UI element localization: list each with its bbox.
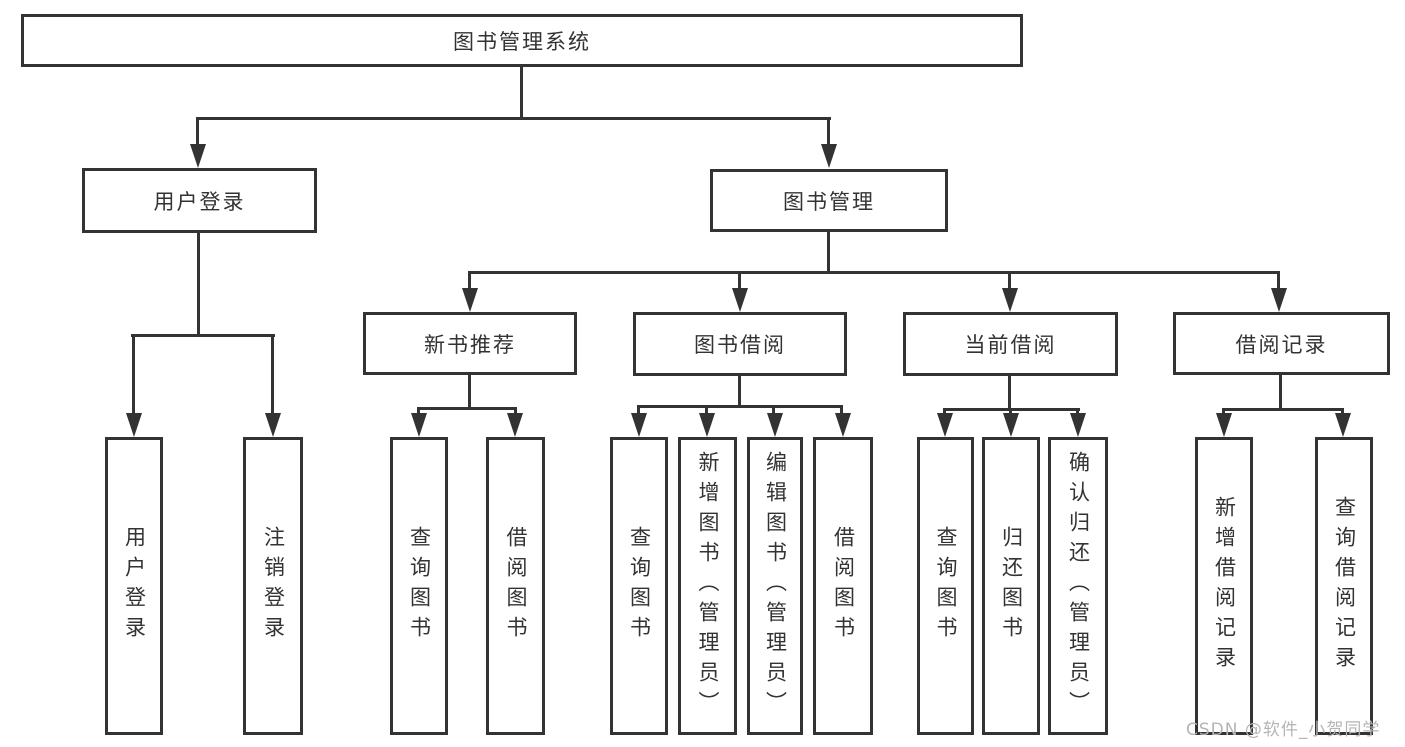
leaf-label: 注销登录: [261, 526, 286, 646]
node-label: 新书推荐: [424, 332, 516, 357]
arrowhead-icon: [631, 413, 647, 437]
leaf-label: 确认归还（管理员）: [1066, 451, 1091, 721]
connector-line: [197, 117, 831, 120]
leaf-label: 借阅图书: [831, 526, 856, 646]
arrowhead-icon: [937, 413, 953, 437]
arrowhead-icon: [699, 413, 715, 437]
connector-line: [271, 334, 274, 416]
arrowhead-icon: [1003, 413, 1019, 437]
connector-line: [738, 271, 741, 291]
node-label: 借阅记录: [1235, 332, 1328, 357]
arrowhead-icon: [1002, 288, 1018, 312]
connector-line: [738, 376, 741, 408]
leaf-label: 编辑图书（管理员）: [763, 451, 788, 721]
node-label: 用户登录: [153, 189, 246, 214]
arrowhead-icon: [126, 413, 142, 437]
connector-line: [469, 271, 1280, 274]
leaf-query-books-borrow: 查询图书: [610, 437, 668, 735]
leaf-logout: 注销登录: [243, 437, 303, 735]
node-label: 当前借阅: [964, 333, 1057, 357]
node-borrow-records: 借阅记录: [1173, 312, 1390, 375]
arrowhead-icon: [821, 144, 837, 168]
leaf-label: 借阅图书: [504, 526, 528, 646]
connector-line: [132, 334, 135, 416]
connector-line: [197, 233, 200, 337]
arrowhead-icon: [1271, 288, 1287, 312]
arrowhead-icon: [732, 288, 748, 312]
connector-line: [1008, 376, 1011, 410]
leaf-label: 归还图书: [999, 526, 1024, 646]
leaf-borrow-books-recommend: 借阅图书: [486, 437, 545, 735]
connector-line: [196, 117, 199, 147]
node-label: 图书管理系统: [453, 29, 591, 54]
node-label: 图书管理: [783, 189, 875, 214]
arrowhead-icon: [411, 413, 427, 437]
leaf-add-borrow-record: 新增借阅记录: [1195, 437, 1253, 735]
connector-line: [1222, 408, 1344, 411]
arrowhead-icon: [767, 413, 783, 437]
connector-line: [637, 405, 640, 417]
connector-line: [827, 117, 830, 147]
leaf-label: 查询图书: [407, 526, 432, 646]
leaf-add-books-admin: 新增图书（管理员）: [678, 437, 737, 735]
connector-line: [1277, 271, 1280, 291]
node-label: 图书借阅: [694, 333, 786, 357]
connector-line: [637, 405, 843, 408]
arrowhead-icon: [835, 413, 851, 437]
leaf-query-books-current: 查询图书: [917, 437, 974, 735]
arrowhead-icon: [265, 413, 281, 437]
leaf-query-borrow-record: 查询借阅记录: [1315, 437, 1373, 735]
connector-line: [705, 405, 708, 417]
node-new-book-recommend: 新书推荐: [363, 312, 577, 375]
connector-line: [840, 405, 843, 417]
leaf-label: 查询借阅记录: [1332, 496, 1357, 676]
node-book-management: 图书管理: [710, 169, 948, 232]
leaf-label: 新增图书（管理员）: [696, 451, 720, 721]
leaf-query-books-recommend: 查询图书: [390, 437, 448, 735]
leaf-label: 用户登录: [122, 526, 147, 646]
leaf-label: 查询图书: [934, 526, 958, 646]
connector-line: [468, 271, 471, 291]
connector-line: [520, 67, 523, 119]
connector-line: [468, 374, 471, 410]
leaf-label: 新增借阅记录: [1212, 496, 1237, 676]
connector-line: [417, 407, 517, 410]
node-user-login: 用户登录: [82, 168, 317, 233]
leaf-user-login: 用户登录: [105, 437, 163, 735]
arrowhead-icon: [1335, 413, 1351, 437]
connector-line: [827, 232, 830, 274]
node-current-borrow: 当前借阅: [903, 312, 1118, 376]
leaf-confirm-return-admin: 确认归还（管理员）: [1048, 437, 1108, 735]
node-library-management-system: 图书管理系统: [21, 14, 1023, 67]
leaf-return-books: 归还图书: [982, 437, 1040, 735]
arrowhead-icon: [190, 144, 206, 168]
arrowhead-icon: [462, 288, 478, 312]
leaf-label: 查询图书: [627, 526, 652, 646]
connector-line: [1008, 271, 1011, 291]
arrowhead-icon: [507, 413, 523, 437]
csdn-watermark: CSDN @软件_小贺同学: [1186, 720, 1381, 740]
connector-line: [1279, 375, 1282, 410]
arrowhead-icon: [1216, 413, 1232, 437]
node-book-borrow: 图书借阅: [633, 312, 847, 376]
leaf-edit-books-admin: 编辑图书（管理员）: [747, 437, 803, 735]
connector-line: [944, 408, 1080, 411]
leaf-borrow-books: 借阅图书: [813, 437, 873, 735]
connector-line: [772, 405, 775, 417]
arrowhead-icon: [1070, 413, 1086, 437]
connector-line: [131, 334, 275, 337]
